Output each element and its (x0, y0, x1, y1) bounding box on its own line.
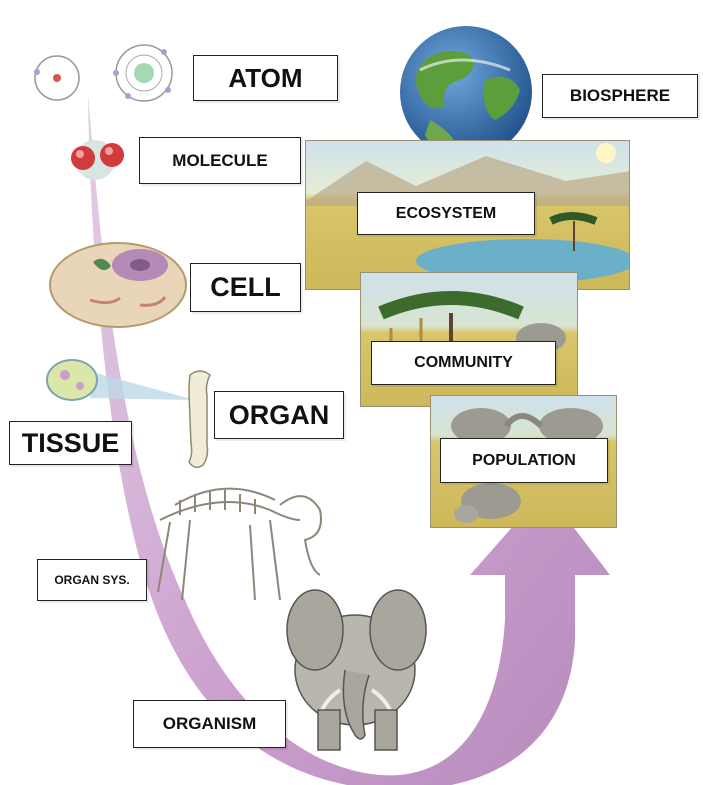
label-tissue: TISSUE (9, 421, 132, 465)
label-ecosystem: ECOSYSTEM (357, 192, 535, 235)
label-population: POPULATION (440, 438, 608, 483)
label-organ: ORGAN (214, 391, 344, 439)
label-cell: CELL (190, 263, 301, 312)
label-community: COMMUNITY (371, 341, 556, 385)
label-organ-system: ORGAN SYS. (37, 559, 147, 601)
community-scene (360, 272, 578, 407)
label-atom: ATOM (193, 55, 338, 101)
label-biosphere: BIOSPHERE (542, 74, 698, 118)
label-molecule: MOLECULE (139, 137, 301, 184)
label-organism: ORGANISM (133, 700, 286, 748)
